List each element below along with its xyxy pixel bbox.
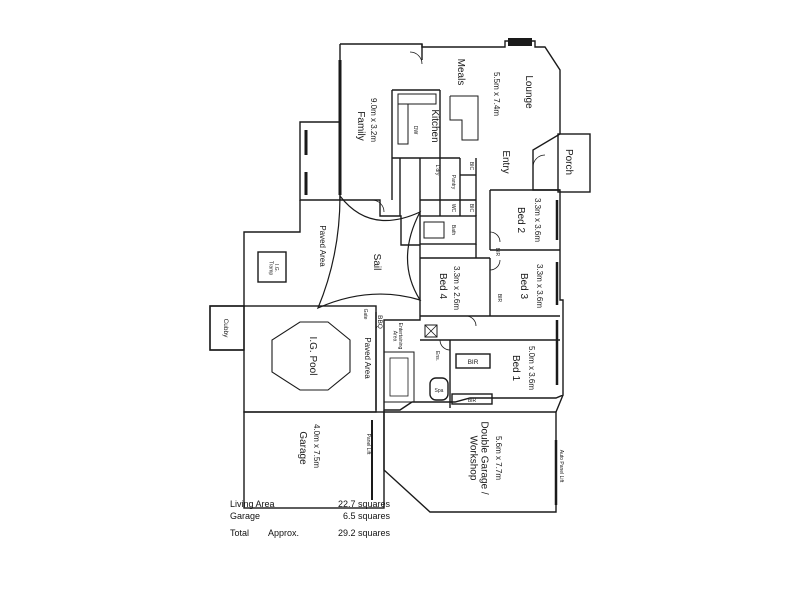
- kitchen-label: Kitchen: [429, 109, 440, 142]
- bbq-label: BBQ: [376, 315, 383, 329]
- garage-dim: 4.0m x 7.5m: [312, 424, 321, 468]
- family-dim: 9.0m x 3.2m: [369, 98, 378, 142]
- entertaining-label: EntertainingArea: [391, 323, 403, 350]
- double-garage-label: Double Garage /Workshop: [468, 421, 490, 495]
- bed3-label: Bed 3: [518, 273, 529, 300]
- bed4-dim: 3.3m x 2.6m: [452, 266, 461, 310]
- bed2-dim: 3.3m x 3.6m: [533, 198, 542, 242]
- garage-area-value: 6.5 squares: [342, 510, 390, 521]
- porch-label: Porch: [563, 149, 574, 175]
- bath-label: Bath: [450, 225, 456, 236]
- lounge-label: Lounge: [523, 75, 534, 109]
- bir-label-1: BIR: [468, 359, 479, 366]
- paved-area-label-2: Paved Area: [363, 337, 372, 379]
- living-area-value: 22.7 squares: [337, 499, 390, 509]
- ensuite-label: Ens.: [434, 351, 440, 361]
- living-area-label: Living Area: [230, 499, 275, 509]
- pool-label: I.G. Pool: [307, 337, 318, 376]
- total-label: Total: [230, 528, 250, 538]
- bic-label-2: BIC: [468, 204, 474, 213]
- area-summary: Living Area 22.7 squares Garage 6.5 squa…: [230, 499, 390, 540]
- bir-label-4: BIR: [468, 398, 477, 404]
- cubby-label: Cubby: [222, 319, 229, 339]
- family-label: Family: [355, 111, 366, 140]
- double-garage-dim: 5.6m x 7.7m: [494, 436, 503, 480]
- panel-lift-label: Panel Lift: [365, 434, 371, 455]
- paved-area-label-1: Paved Area: [318, 225, 327, 267]
- bed1-label: Bed 1: [510, 355, 521, 382]
- tramp-label: I.G.Tramp: [267, 261, 279, 275]
- entry-label: Entry: [500, 150, 511, 173]
- bic-label-1: BIC: [468, 162, 474, 171]
- bir-label-3: BIR: [496, 294, 502, 303]
- pantry-label: Pantry: [450, 175, 456, 190]
- dw-label: DW: [412, 126, 418, 135]
- bir-label-2: BIR: [494, 248, 500, 257]
- lounge-dim: 5.5m x 7.4m: [492, 72, 501, 116]
- laundry-label: L'dry: [434, 165, 440, 176]
- auto-panel-lift-label: Auto Panel Lift: [558, 450, 564, 483]
- garage-area-label: Garage: [230, 510, 261, 521]
- bed4-label: Bed 4: [437, 273, 448, 300]
- garage-label: Garage: [297, 431, 308, 465]
- meals-label: Meals: [455, 59, 466, 86]
- bed3-dim: 3.3m x 3.6m: [535, 264, 544, 308]
- total-value: 29.2 squares: [337, 528, 390, 538]
- gate-label: Gate: [362, 309, 368, 320]
- bed2-label: Bed 2: [515, 207, 526, 234]
- spa-label: Spa: [435, 388, 444, 394]
- approx-label: Approx.: [268, 528, 300, 538]
- living-area-row: Living Area 22.7 squares: [230, 499, 390, 511]
- total-row: Total Approx. 29.2 squares: [230, 528, 390, 540]
- wc-label: WC: [450, 204, 456, 213]
- bed1-dim: 5.0m x 3.6m: [527, 346, 536, 390]
- garage-row: Garage 6.5 squares: [230, 511, 390, 523]
- sail-label: Sail: [371, 254, 382, 271]
